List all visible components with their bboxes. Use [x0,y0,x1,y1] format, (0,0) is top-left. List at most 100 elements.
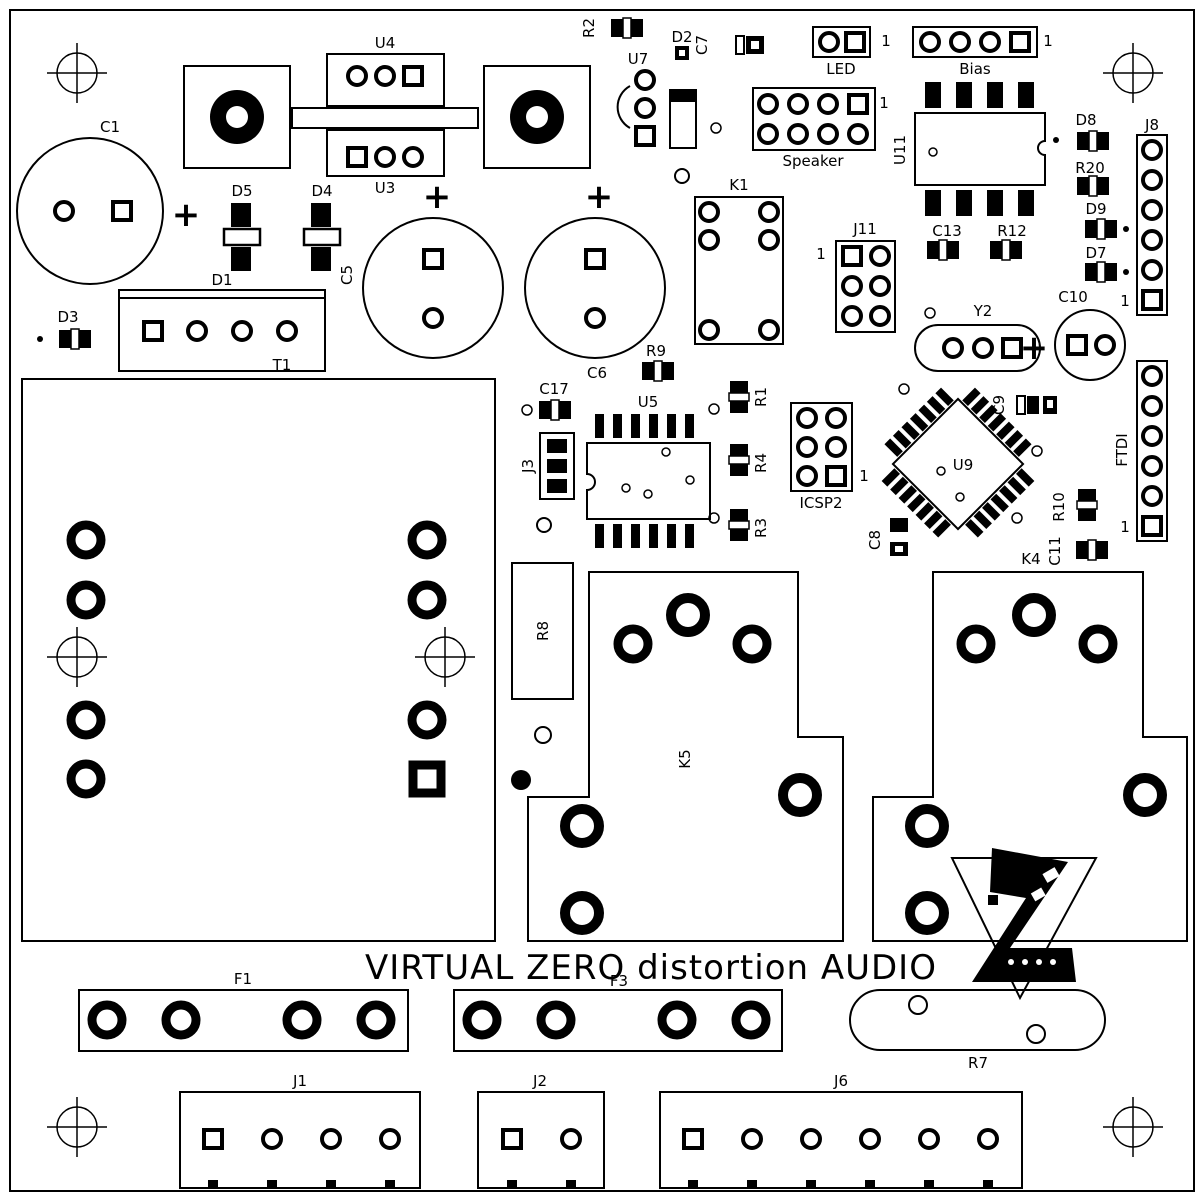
relay-k5: K5 [527,571,844,942]
board-outline [9,9,1195,1192]
resistor-r7: R7 [849,989,1106,1072]
capacitor-c1: C1 + [16,118,201,285]
pin1-j8: 1 [1120,292,1130,310]
label-c10: C10 [1058,288,1088,306]
label-c1: C1 [100,118,120,136]
resistor-r4: R4 [728,443,770,477]
capacitor-c8: C8 [866,518,908,556]
label-c13: C13 [932,222,962,240]
label-r9: R9 [646,342,666,360]
label-speaker: Speaker [782,152,844,170]
label-ftdi: FTDI [1113,433,1131,467]
label-r7: R7 [968,1054,988,1072]
resistor-r2: R2 [580,17,644,39]
header-ftdi: FTDI 1 [1113,360,1168,542]
label-f1: F1 [234,970,252,988]
label-k5: K5 [676,749,694,768]
capacitor-c5: + C5 [338,177,504,359]
connector-j6: J6 [659,1072,1023,1189]
label-r4: R4 [752,453,770,473]
pin1-bias: 1 [1043,32,1053,50]
label-j3: J3 [519,459,537,474]
label-r1: R1 [752,387,770,407]
label-j1: J1 [292,1072,307,1090]
resistor-r9: R9 [641,342,675,382]
label-u11: U11 [891,135,909,165]
diode-d3: D3 [37,308,92,350]
relay-k1: K1 [694,176,784,345]
label-c17: C17 [539,380,569,398]
pin1-speaker: 1 [879,94,889,112]
resistor-r1: R1 [728,380,770,414]
crystal-y2: Y2 + [914,302,1049,372]
terminal-d1-t1: D1 T1 [118,271,326,374]
header-j11: J11 1 [816,220,896,333]
label-d9: D9 [1085,200,1106,218]
label-u9: U9 [953,456,974,474]
label-j8: J8 [1144,116,1159,134]
label-d8: D8 [1075,111,1096,129]
header-j8: J8 1 [1120,116,1168,316]
pin1-led: 1 [881,32,891,50]
label-r8: R8 [534,621,552,641]
transformer-block [21,378,496,942]
vz-logo [950,848,1098,1001]
diode-d4: D4 [302,182,342,271]
label-c8: C8 [866,530,884,550]
diode-d5: D5 [222,182,262,271]
label-j11: J11 [852,220,877,238]
label-f3: F3 [610,972,628,990]
diode-d9: D9 [1084,200,1129,240]
label-c6: C6 [587,364,607,382]
label-d5: D5 [231,182,252,200]
pin1-icsp2: 1 [859,467,869,485]
diode-d8: D8 [1075,111,1110,152]
connector-j2: J2 [477,1072,605,1189]
capacitor-c13: C13 [926,222,962,261]
fuse-holder-f3: F3 [453,972,783,1052]
label-r3: R3 [752,518,770,538]
pin1-j11: 1 [816,245,826,263]
pin1-ftdi: 1 [1120,518,1130,536]
ic-u9: U9 [881,383,1043,538]
polarity-c5: + [423,177,452,217]
capacitor-c6: + C6 [524,177,666,382]
label-d1: D1 [211,271,232,289]
capacitor-c17: C17 [521,380,572,421]
connector-j3: J3 [519,432,575,500]
label-bias: Bias [959,60,991,78]
ic-u11: U11 [891,82,1059,216]
label-r2: R2 [580,18,598,38]
capacitor-c10: C10 [1054,288,1126,381]
label-c11: C11 [1046,536,1064,566]
polarity-c1: + [172,195,201,235]
label-j2: J2 [532,1072,547,1090]
regulator-u7: U7 [616,50,722,184]
label-c5: C5 [338,265,356,285]
label-r20: R20 [1075,159,1105,177]
label-r12: R12 [997,222,1027,240]
label-u3: U3 [375,179,396,197]
header-bias: 1 Bias [912,26,1053,78]
capacitor-c11: C11 [1046,536,1109,566]
resistor-r8: R8 [511,562,574,790]
label-led: LED [826,60,855,78]
diode-d7: D7 [1084,244,1129,283]
connector-j1: J1 [179,1072,421,1189]
diode-d2: D2 [671,28,693,60]
label-k1: K1 [729,176,748,194]
board-title: VIRTUAL ZERO distortion AUDIO [365,948,937,988]
resistor-r20: R20 [1075,159,1110,197]
label-k4: K4 [1021,550,1040,568]
label-d2: D2 [671,28,692,46]
polarity-c10: + [1020,328,1049,368]
label-c9: C9 [990,395,1008,415]
capacitor-c9: C9 [990,395,1057,415]
header-speaker: 1 Speaker [752,87,889,170]
label-d4: D4 [311,182,332,200]
label-c7: C7 [693,35,711,55]
label-j6: J6 [833,1072,848,1090]
header-icsp2: ICSP2 1 [790,402,869,512]
resistor-r3: R3 [728,508,770,542]
relay-k4: K4 [872,550,1188,942]
